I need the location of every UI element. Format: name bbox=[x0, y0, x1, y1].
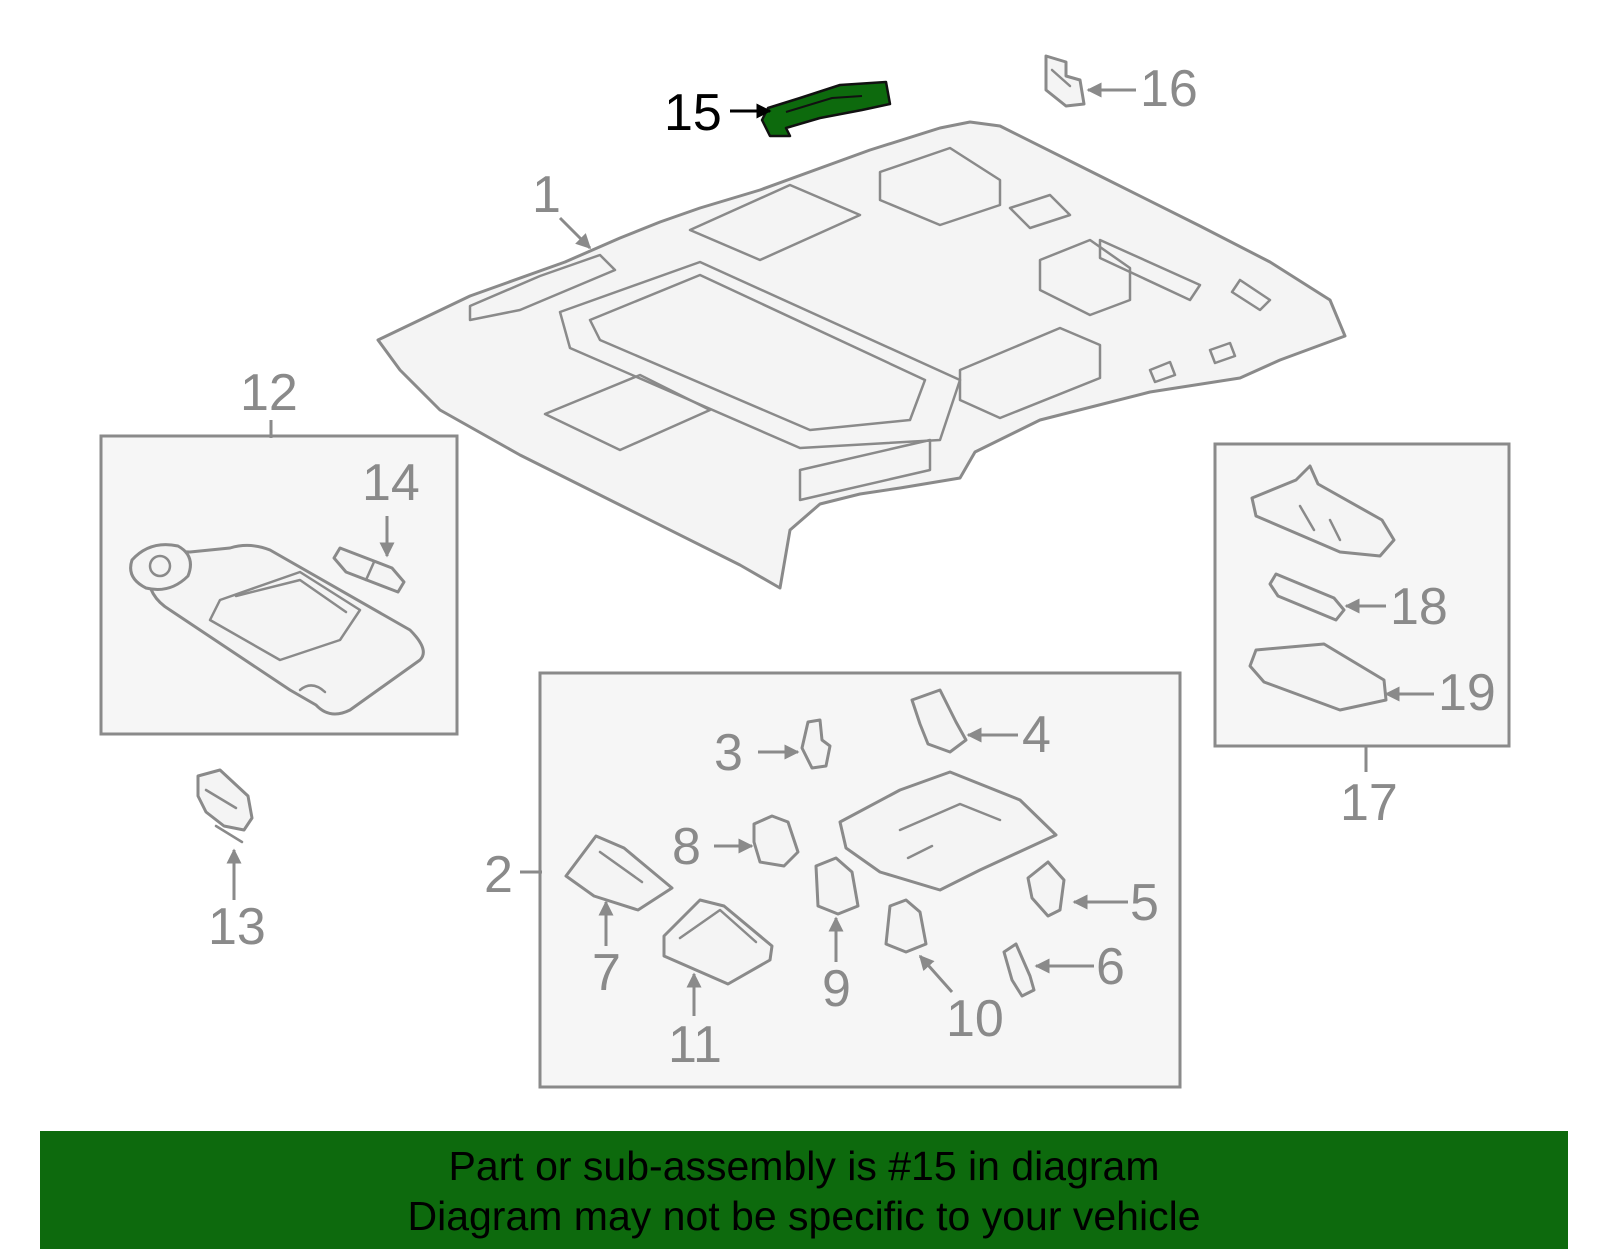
callout-16: 16 bbox=[1140, 60, 1198, 118]
callout-6: 6 bbox=[1096, 938, 1125, 996]
clip-part-3[interactable] bbox=[800, 718, 832, 770]
callout-1: 1 bbox=[532, 166, 561, 224]
clip-part-5[interactable] bbox=[1026, 860, 1066, 918]
callout-15: 15 bbox=[664, 84, 722, 142]
visor-holder-part-13[interactable] bbox=[196, 768, 254, 844]
callout-2: 2 bbox=[484, 846, 513, 904]
sun-visor[interactable] bbox=[146, 543, 425, 716]
callout-12: 12 bbox=[240, 364, 298, 422]
lens-part-19[interactable] bbox=[1248, 642, 1388, 712]
bracket-part-7[interactable] bbox=[564, 834, 674, 912]
callout-3: 3 bbox=[714, 724, 743, 782]
switch-part-8[interactable] bbox=[752, 814, 800, 868]
callout-5: 5 bbox=[1130, 874, 1159, 932]
callout-8: 8 bbox=[672, 818, 701, 876]
banner-line-1: Part or sub-assembly is #15 in diagram bbox=[448, 1143, 1160, 1189]
console-group-box bbox=[538, 671, 1182, 1089]
bulb-part-18[interactable] bbox=[1268, 572, 1346, 622]
lamp-part-11[interactable] bbox=[662, 898, 774, 986]
callout-14: 14 bbox=[362, 454, 420, 512]
leader-lines bbox=[226, 82, 1434, 1016]
callout-7: 7 bbox=[592, 944, 621, 1002]
banner-line-2: Diagram may not be specific to your vehi… bbox=[407, 1193, 1201, 1239]
callout-13: 13 bbox=[208, 898, 266, 956]
switch-part-10[interactable] bbox=[884, 898, 928, 954]
grab-handle-part-15[interactable] bbox=[760, 80, 892, 138]
callout-4: 4 bbox=[1022, 706, 1051, 764]
console-panel[interactable] bbox=[838, 770, 1058, 892]
callout-labels: 1 2 3 4 5 6 7 8 9 10 11 12 13 14 15 16 1… bbox=[208, 60, 1496, 1074]
switch-part-9[interactable] bbox=[814, 856, 860, 916]
callout-18: 18 bbox=[1390, 578, 1448, 636]
callout-10: 10 bbox=[946, 990, 1004, 1048]
clip-part-16[interactable] bbox=[1044, 54, 1086, 108]
visor-mount[interactable] bbox=[129, 543, 192, 591]
bulb-part-14[interactable] bbox=[332, 546, 406, 594]
info-banner: Part or sub-assembly is #15 in diagram D… bbox=[40, 1131, 1568, 1249]
clip-part-6[interactable] bbox=[1002, 942, 1036, 998]
lamp-housing[interactable] bbox=[1250, 464, 1396, 558]
callout-19: 19 bbox=[1438, 664, 1496, 722]
cover-part-4[interactable] bbox=[910, 688, 968, 754]
callout-11: 11 bbox=[668, 1016, 722, 1074]
callout-17: 17 bbox=[1340, 774, 1398, 832]
headliner[interactable] bbox=[376, 120, 1347, 590]
callout-9: 9 bbox=[822, 960, 851, 1018]
